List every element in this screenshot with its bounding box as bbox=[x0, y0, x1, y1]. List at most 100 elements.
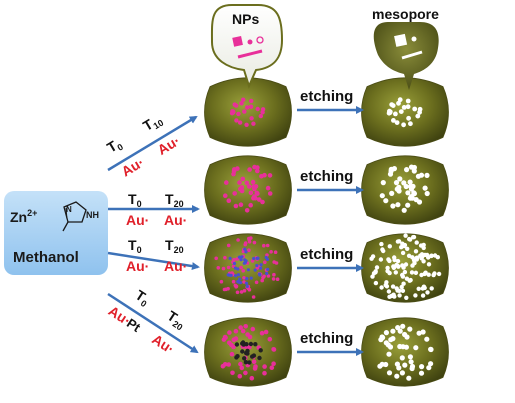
nanoparticle-dot bbox=[231, 344, 236, 350]
nanoparticle-dot bbox=[242, 261, 246, 265]
pore-dot bbox=[399, 355, 405, 361]
nanoparticle-dot bbox=[249, 276, 253, 280]
pore-dot bbox=[396, 100, 401, 106]
nanoparticle-dot bbox=[265, 271, 269, 276]
nanoparticle-dot bbox=[220, 363, 226, 369]
nanoparticle-dot bbox=[248, 341, 254, 347]
pore-dot bbox=[392, 294, 397, 299]
nanoparticle-dot bbox=[250, 179, 256, 185]
nanoparticle-dot bbox=[258, 273, 262, 277]
pore-dot bbox=[400, 250, 406, 256]
pore-dot bbox=[387, 294, 392, 299]
svg-text:T20: T20 bbox=[165, 191, 184, 209]
nanoparticle-dot bbox=[269, 365, 275, 371]
pore-dot bbox=[422, 285, 427, 291]
nanoparticle-dot bbox=[216, 266, 221, 270]
nanoparticle-dot bbox=[252, 240, 257, 245]
nps-callout: NPs bbox=[210, 4, 284, 89]
nanoparticle-dot bbox=[257, 355, 262, 361]
pore-dot bbox=[410, 255, 415, 260]
pore-dot bbox=[419, 364, 425, 370]
nanoparticle-dot bbox=[258, 348, 263, 353]
pore-dot bbox=[411, 164, 417, 171]
pore-dot bbox=[429, 253, 434, 258]
nanoparticle-dot bbox=[242, 288, 247, 293]
nanoparticle-dot bbox=[267, 191, 273, 196]
etching-arrows: etching etching etching etching bbox=[297, 88, 364, 356]
nanoparticle-dot bbox=[235, 290, 240, 295]
crystal-pores-3 bbox=[361, 233, 449, 303]
pore-dot bbox=[424, 336, 430, 342]
pore-dot bbox=[396, 365, 402, 371]
nanoparticle-dot bbox=[244, 122, 249, 128]
pore-dot bbox=[407, 179, 413, 185]
pore-dot bbox=[409, 363, 416, 370]
nanoparticle-dot bbox=[260, 199, 265, 205]
nanoparticle-dot bbox=[272, 260, 277, 264]
route-4-labels: T0 T20 Au· Pt Au· bbox=[106, 287, 185, 357]
pore-dot bbox=[403, 233, 408, 238]
nanoparticle-dot bbox=[245, 277, 249, 281]
nanoparticle-dot bbox=[253, 364, 258, 369]
pore-dot bbox=[383, 340, 389, 346]
pore-dot bbox=[384, 284, 390, 289]
nanoparticle-dot bbox=[246, 184, 252, 189]
pore-dot bbox=[405, 104, 411, 110]
pore-dot bbox=[397, 176, 403, 182]
nanoparticle-dot bbox=[239, 101, 244, 106]
pore-dot bbox=[407, 278, 412, 283]
nanoparticle-dot bbox=[247, 334, 253, 340]
nanoparticle-dot bbox=[240, 349, 245, 354]
nanoparticle-dot bbox=[237, 180, 242, 185]
nanoparticle-dot bbox=[221, 266, 226, 271]
pore-dot bbox=[401, 243, 407, 249]
pore-dot bbox=[383, 330, 389, 336]
nanoparticle-dot bbox=[226, 265, 231, 270]
pore-dot bbox=[423, 270, 428, 275]
nanoparticle-dot bbox=[242, 109, 247, 114]
nanoparticle-dot bbox=[233, 274, 238, 278]
nanoparticle-dot bbox=[249, 98, 254, 104]
pore-dot bbox=[385, 268, 390, 274]
route-2-labels: T0 T20 Au· Au· bbox=[126, 191, 187, 228]
pore-dot bbox=[405, 246, 410, 251]
pore-dot bbox=[409, 195, 415, 201]
pore-dot bbox=[390, 284, 396, 289]
pore-dot bbox=[399, 284, 404, 290]
crystal-body bbox=[204, 77, 292, 147]
nanoparticle-dot bbox=[226, 362, 231, 367]
np-sphere-shape bbox=[247, 39, 253, 45]
crystal-pores-2 bbox=[361, 155, 449, 225]
pore-dot bbox=[404, 167, 410, 173]
pore-dot bbox=[413, 293, 418, 298]
pore-dot bbox=[397, 293, 402, 298]
nanoparticle-dot bbox=[251, 359, 257, 365]
pore-dot bbox=[394, 262, 399, 268]
nanoparticle-dot bbox=[245, 284, 249, 288]
svg-text:T0: T0 bbox=[128, 237, 142, 255]
pore-dot bbox=[432, 271, 437, 276]
nanoparticle-dot bbox=[255, 266, 260, 270]
nanoparticle-dot bbox=[260, 110, 265, 115]
nanoparticle-dot bbox=[252, 256, 256, 261]
nanoparticle-dot bbox=[253, 342, 258, 347]
nanoparticle-dot bbox=[235, 354, 240, 359]
etching-label-1: etching bbox=[300, 88, 353, 105]
nanoparticle-dot bbox=[265, 253, 269, 257]
pore-dot bbox=[408, 183, 414, 190]
nanoparticle-dot bbox=[265, 243, 270, 248]
nanoparticle-dot bbox=[247, 360, 252, 365]
nanoparticle-dot bbox=[262, 274, 266, 279]
nanoparticle-dot bbox=[239, 265, 243, 270]
nps-label: NPs bbox=[232, 11, 259, 27]
pore-dot bbox=[425, 290, 430, 295]
pore-dot bbox=[400, 323, 406, 329]
nanoparticle-dot bbox=[260, 278, 265, 283]
pore-dot bbox=[391, 166, 397, 172]
route-4-arrow bbox=[107, 292, 199, 354]
pore-dot bbox=[404, 295, 409, 300]
svg-text:Au·: Au· bbox=[164, 258, 187, 274]
nanoparticle-crystals bbox=[204, 77, 292, 387]
nanoparticle-dot bbox=[262, 172, 267, 178]
